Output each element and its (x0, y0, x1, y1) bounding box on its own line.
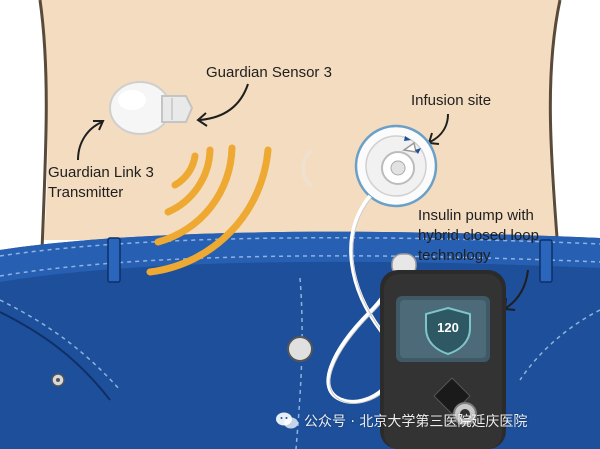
sensor-arrow-head (196, 112, 208, 127)
signal-wave-3 (154, 144, 236, 246)
insulin-pump-line2: hybrid closed loop (418, 227, 539, 244)
wechat-watermark: 公众号 · 北京大学第三医院延庆医院 (275, 411, 527, 431)
waistband-stitch-top (0, 237, 600, 257)
pocket-line-left (0, 311, 111, 401)
signal-waves (146, 144, 272, 276)
pocket-stitch-left (0, 299, 121, 391)
transmitter-device (109, 81, 194, 135)
signal-wave-faint (301, 148, 314, 188)
jeans-rivet-center (56, 378, 60, 382)
insulin-pump-line3: technology (418, 247, 491, 264)
insulin-pump-line1: Insulin pump with (418, 207, 534, 224)
infusion-tubing (326, 194, 400, 404)
insulin-pump (380, 270, 506, 449)
guardian-link-label: Guardian Link 3 Transmitter (48, 163, 154, 203)
insulin-pump-label: Insulin pump with hybrid closed loop tec… (418, 206, 539, 266)
belt-loop (107, 237, 121, 283)
infusion-tubing-shadow (329, 197, 400, 404)
wechat-icon (276, 412, 298, 429)
infusion-set (354, 124, 438, 208)
belt-loop (539, 239, 553, 283)
torso-outline-left (38, 0, 48, 251)
guardian-link-line1: Guardian Link 3 (48, 164, 154, 181)
shield-icon (425, 306, 471, 356)
guardian-sensor-text: Guardian Sensor 3 (206, 64, 332, 81)
jeans-button (287, 336, 313, 362)
signal-wave-4 (146, 146, 272, 276)
pump-glucose-reading: 120 (437, 320, 459, 335)
fly-stitch (295, 277, 303, 449)
infusion-arrow (429, 113, 449, 143)
infusion-site-label: Infusion site (411, 91, 491, 111)
waistband-stitch (0, 255, 600, 277)
guardian-link-line2: Transmitter (48, 184, 124, 201)
watermark-text: 公众号 · 北京大学第三医院延庆医院 (304, 414, 528, 430)
pump-arrow (505, 269, 529, 309)
infusion-site-text: Infusion site (411, 92, 492, 109)
signal-wave-2 (164, 146, 214, 216)
torso-outline-right (548, 0, 562, 251)
link-arrow (77, 121, 103, 161)
pocket-stitch-right (519, 309, 600, 381)
guardian-sensor-label: Guardian Sensor 3 (206, 63, 332, 83)
sensor-arrow (199, 83, 249, 121)
jeans-waistband (0, 231, 600, 282)
link-arrow-head (93, 120, 105, 131)
signal-wave-1 (171, 152, 199, 189)
